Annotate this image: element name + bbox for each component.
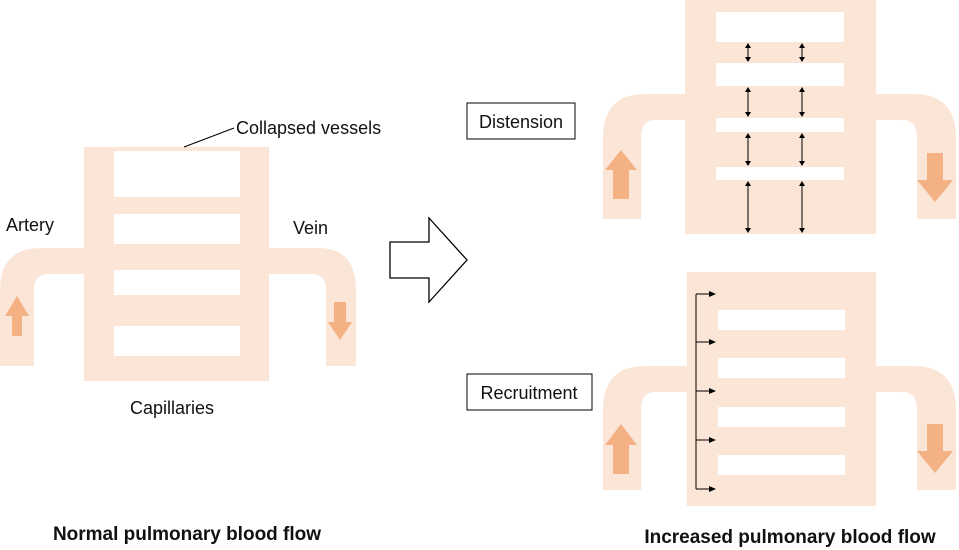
artery-vessel [0,248,90,366]
alveolar-space [718,455,845,475]
flow-arrow-up [605,424,637,474]
flow-arrow-down [917,424,953,473]
vein-label: Vein [293,218,328,238]
flow-arrow-up [5,296,29,336]
vein-vessel [870,94,956,219]
alveolar-space [716,63,844,86]
capillaries-label: Capillaries [130,398,214,418]
increased-flow-title: Increased pulmonary blood flow [644,527,936,548]
normal-flow-diagram: Collapsed vessels Artery Vein Capillarie… [0,118,381,418]
alveolar-space [718,407,845,427]
alveolar-space [718,358,845,378]
distension-arrowheads [745,43,805,233]
recruitment-box [466,373,593,411]
flow-arrow-down [328,302,352,340]
alveolar-space [114,326,240,356]
collapsed-vessels-leader [183,127,235,148]
alveolar-space [718,310,845,330]
normal-flow-title: Normal pulmonary blood flow [53,524,321,545]
collapsed-vessels-label: Collapsed vessels [236,118,381,138]
recruitment-arrowheads [709,291,716,492]
alveolar-space [114,151,240,197]
alveolar-space [716,167,844,180]
alveolar-space [114,214,240,244]
recruitment-diagram: Recruitment [466,272,956,506]
flow-arrow-up [605,150,637,199]
alveolar-space [716,12,844,42]
flow-arrow-down [917,153,953,202]
distension-label: Distension [479,112,563,132]
distension-diagram: Distension [466,0,956,234]
recruitment-label: Recruitment [480,383,577,403]
alveolar-space [114,270,240,295]
artery-label: Artery [6,215,54,235]
distension-box [466,102,576,140]
vein-vessel [870,366,956,490]
vein-vessel [260,248,356,366]
transition-arrow [389,216,468,304]
alveolar-space [716,118,844,132]
